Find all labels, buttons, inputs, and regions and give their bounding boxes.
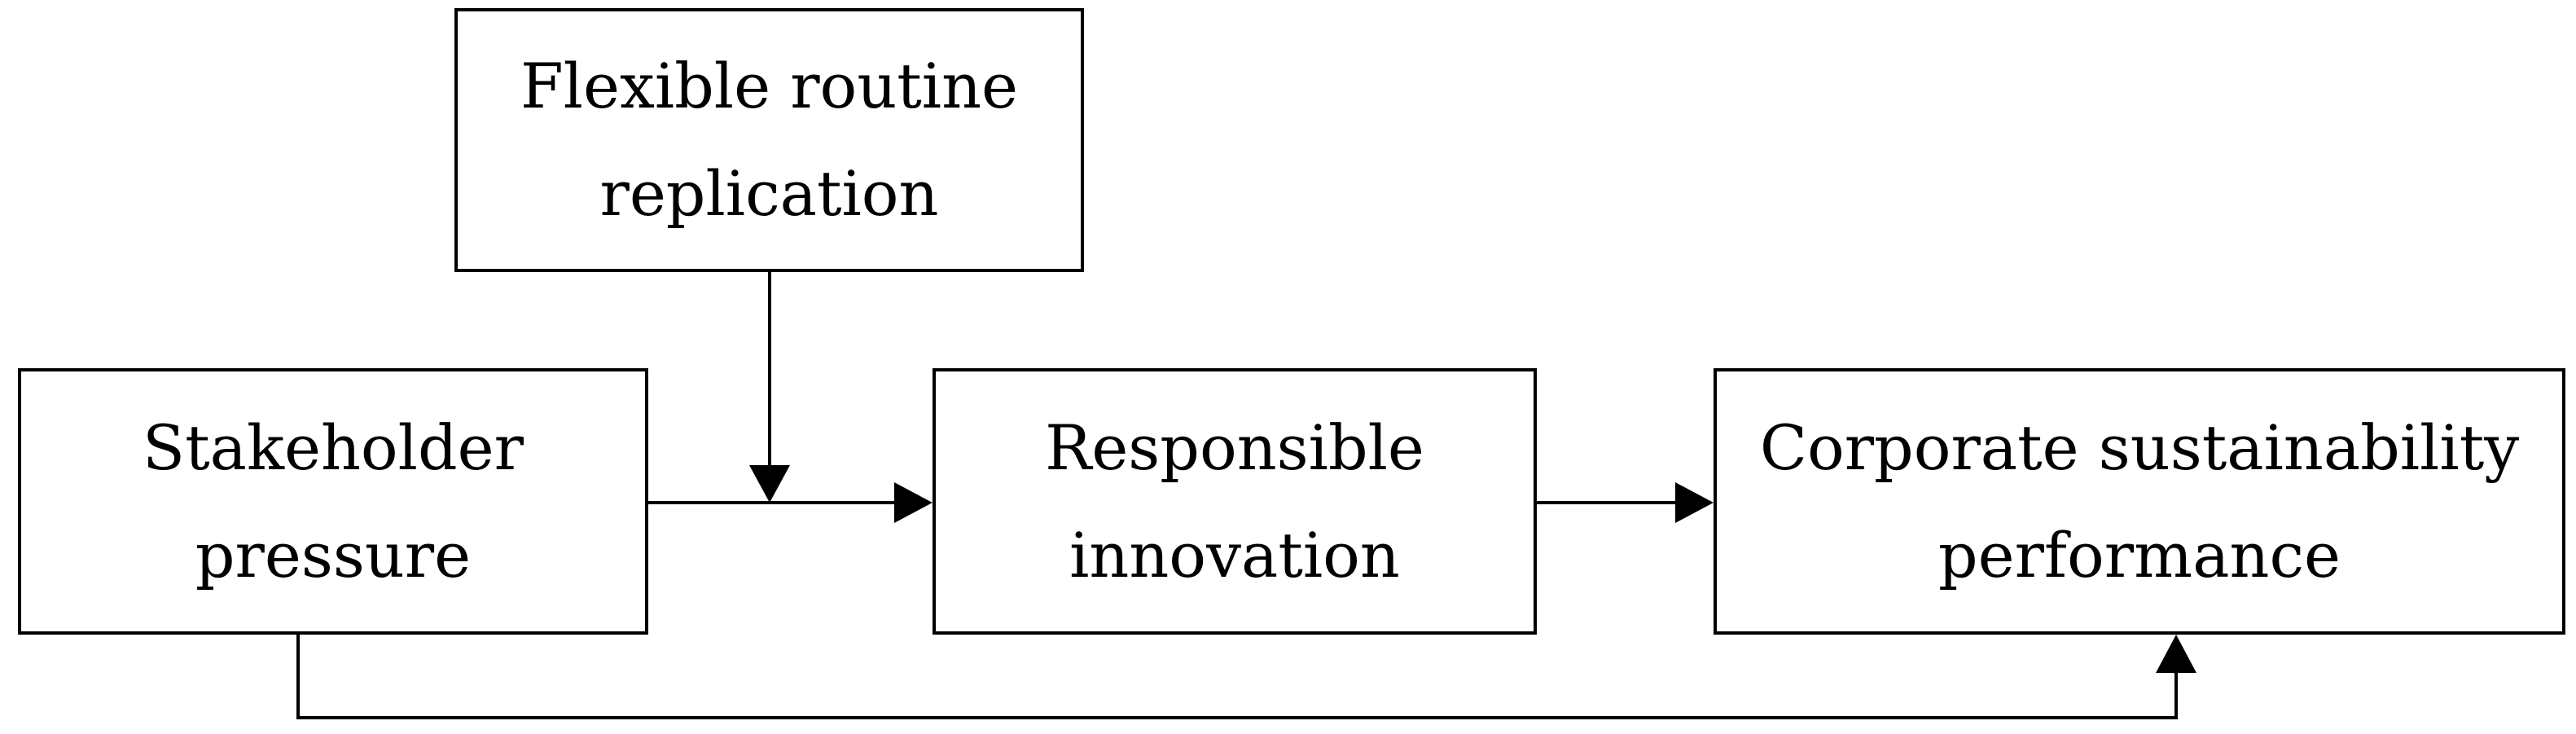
- node-label-corporate-sustainability-performance: Corporate sustainability performance: [1759, 411, 2520, 591]
- node-corporate-sustainability-performance: Corporate sustainability performance: [1714, 368, 2565, 635]
- arrowhead-innovation: [894, 482, 933, 523]
- node-label-flexible-routine-replication: Flexible routine replication: [520, 50, 1019, 230]
- node-responsible-innovation: Responsible innovation: [933, 368, 1537, 635]
- arrowhead-performance-bottom: [2156, 635, 2196, 673]
- node-stakeholder-pressure: Stakeholder pressure: [18, 368, 648, 635]
- arrowhead-moderation: [749, 465, 790, 503]
- node-label-responsible-innovation: Responsible innovation: [1045, 411, 1424, 591]
- node-flexible-routine-replication: Flexible routine replication: [454, 8, 1084, 272]
- arrowhead-performance-side: [1675, 482, 1714, 523]
- arrow-stakeholder-to-performance: [296, 635, 2178, 719]
- node-label-stakeholder-pressure: Stakeholder pressure: [143, 411, 524, 591]
